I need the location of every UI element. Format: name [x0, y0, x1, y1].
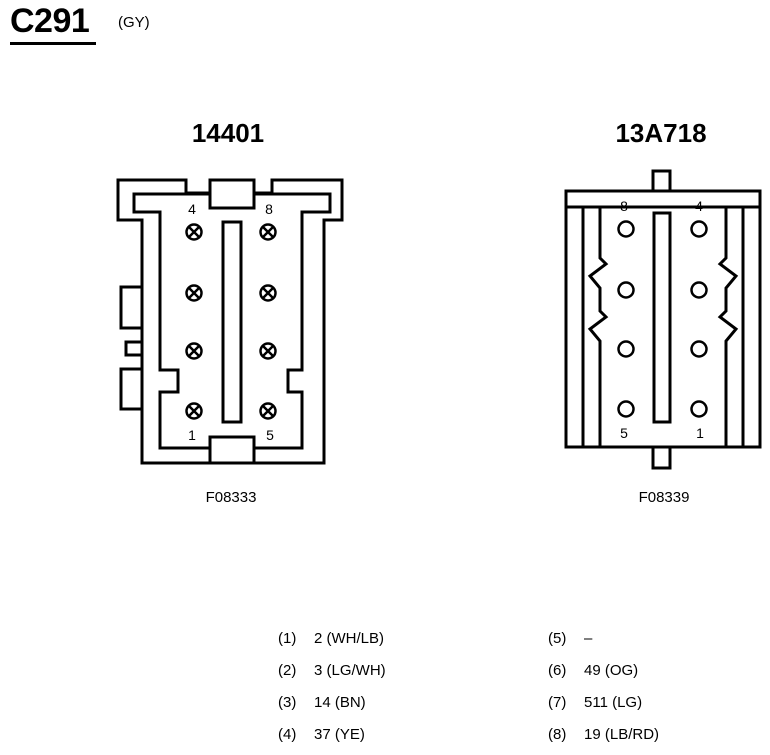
connector-id: C291 — [10, 2, 90, 40]
left-pin-1 — [185, 402, 203, 420]
right-pin-label-top-left: 8 — [620, 198, 628, 214]
left-pin-6 — [259, 342, 277, 360]
connector-color-code: (GY) — [118, 14, 150, 31]
legend-row: (4) 37 (YE) — [278, 726, 386, 746]
left-connector-pins — [185, 223, 277, 420]
left-pin-5 — [259, 402, 277, 420]
legend-pin: (2) — [278, 662, 297, 679]
legend-circuit: 511 (LG) — [584, 694, 643, 711]
left-pin-2 — [185, 342, 203, 360]
legend-row: (8) 19 (LB/RD) — [548, 726, 659, 746]
legend-circuit: 19 (LB/RD) — [584, 726, 660, 743]
legend-circuit: 14 (BN) — [314, 694, 366, 711]
legend-right-column: (5)– (6) 49 (OG) (7) 511 (LG) (8) 19 (LB/RD… — [548, 630, 659, 746]
legend-row: (3) 14 (BN) — [278, 694, 386, 714]
right-pin-label-bottom-right: 1 — [696, 425, 704, 441]
left-pin-4 — [185, 223, 203, 241]
connector-id-underline — [10, 42, 96, 45]
left-pin-label-top-left: 4 — [188, 201, 196, 217]
right-pin-2 — [690, 340, 708, 358]
left-pin-3 — [185, 284, 203, 302]
right-connector-face — [564, 169, 762, 470]
right-pin-label-top-right: 4 — [695, 198, 703, 214]
left-pin-label-bottom-right: 5 — [266, 427, 274, 443]
right-connector-part-number: 13A718 — [615, 118, 707, 148]
legend-left-column: (1) 2 (WH/LB) (2) 3 (LG/WH) (3) 14 (BN) (4)… — [278, 630, 386, 746]
legend-pin: (7) — [548, 694, 567, 711]
left-pin-label-top-right: 8 — [265, 201, 273, 217]
legend-circuit: – — [584, 630, 593, 647]
left-figure-code: F08333 — [205, 489, 257, 506]
right-pin-7 — [617, 281, 635, 299]
left-pin-label-bottom-left: 1 — [188, 427, 196, 443]
right-pin-5 — [617, 400, 635, 418]
legend-pin: (4) — [278, 726, 297, 743]
legend-circuit: 3 (LG/WH) — [314, 662, 386, 679]
legend-row: (5)– — [548, 630, 659, 650]
legend-circuit: 49 (OG) — [584, 662, 639, 679]
connector-diagrams: 4 8 1 5 8 4 5 1 — [116, 169, 762, 470]
left-connector-part-number: 14401 — [191, 118, 265, 148]
legend-row: (7) 511 (LG) — [548, 694, 659, 714]
right-pin-6 — [617, 340, 635, 358]
legend-pin: (5) — [548, 630, 567, 647]
right-connector-pins — [617, 220, 708, 418]
legend-pin: (3) — [278, 694, 297, 711]
legend-pin: (1) — [278, 630, 297, 647]
left-connector-face — [116, 178, 344, 465]
left-pin-7 — [259, 284, 277, 302]
legend-row: (1) 2 (WH/LB) — [278, 630, 386, 650]
legend-circuit: 2 (WH/LB) — [314, 630, 385, 647]
legend-row: (2) 3 (LG/WH) — [278, 662, 386, 682]
right-pin-4 — [690, 220, 708, 238]
legend-pin: (6) — [548, 662, 567, 679]
right-pin-1 — [690, 400, 708, 418]
right-pin-8 — [617, 220, 635, 238]
legend-row: (6) 49 (OG) — [548, 662, 659, 682]
legend-circuit: 37 (YE) — [314, 726, 365, 743]
right-pin-3 — [690, 281, 708, 299]
right-figure-code: F08339 — [638, 489, 690, 506]
legend-pin: (8) — [548, 726, 567, 743]
right-pin-label-bottom-left: 5 — [620, 425, 628, 441]
left-pin-8 — [259, 223, 277, 241]
